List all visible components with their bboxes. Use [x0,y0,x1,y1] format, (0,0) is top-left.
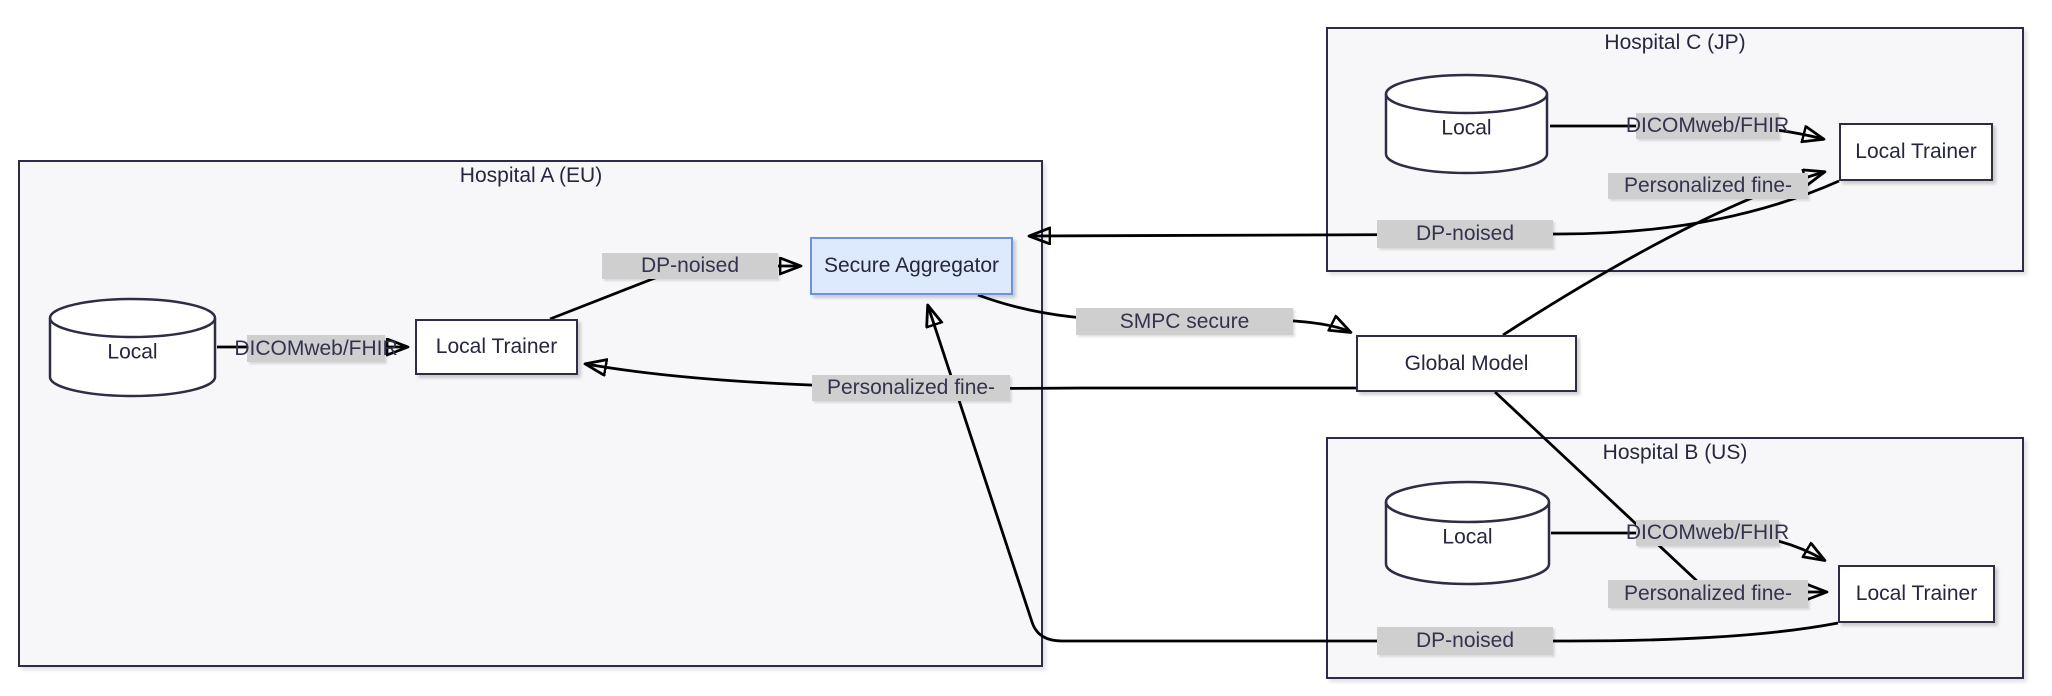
local-trainer-c-node[interactable]: Local Trainer [1839,123,1993,181]
edge-label-dp-noised-b[interactable]: DP-noised [1377,627,1553,655]
global-model-node[interactable]: Global Model [1356,335,1577,392]
local-trainer-a-node[interactable]: Local Trainer [415,319,578,375]
local-trainer-a-label: Local Trainer [435,335,558,358]
local-data-a-label: Local [107,339,158,363]
local-trainer-b-label: Local Trainer [1855,582,1978,605]
local-trainer-c-label: Local Trainer [1855,140,1977,163]
edge-label-personalized-fine-b[interactable]: Personalized fine- [1608,580,1808,608]
database-cylinder-icon [48,297,217,398]
local-data-a-node[interactable]: Local [48,297,217,398]
edge-label-dp-noised-a[interactable]: DP-noised [602,253,778,279]
secure-aggregator-node[interactable]: Secure Aggregator [810,237,1013,295]
edge-trainer-b-to-aggregator[interactable] [928,306,1839,643]
hospital-a-title: Hospital A (EU) [459,164,603,187]
database-cylinder-icon [1384,73,1549,175]
secure-aggregator-label: Secure Aggregator [823,254,1000,277]
edge-label-personalized-fine-a[interactable]: Personalized fine- [812,375,1010,401]
edge-label-dicomweb-fhir-a[interactable]: DICOMweb/FHIR [234,335,398,362]
local-data-c-node[interactable]: Local [1384,73,1549,175]
edge-label-dicomweb-fhir-b[interactable]: DICOMweb/FHIR [1625,520,1790,546]
hospital-c-title: Hospital C (JP) [1604,31,1746,54]
edge-label-dicomweb-fhir-c[interactable]: DICOMweb/FHIR [1625,113,1790,139]
edge-label-personalized-fine-c[interactable]: Personalized fine- [1608,173,1808,199]
local-data-c-label: Local [1441,116,1492,140]
local-trainer-b-node[interactable]: Local Trainer [1838,565,1995,623]
local-data-b-label: Local [1442,525,1493,549]
edge-global-to-trainer-a[interactable] [586,364,1356,390]
edge-label-smpc-secure[interactable]: SMPC secure [1076,308,1293,335]
hospital-b-title: Hospital B (US) [1602,441,1748,464]
edge-global-to-trainer-b-diagonal[interactable] [1494,390,1698,583]
database-cylinder-icon [1384,480,1551,586]
local-data-b-node[interactable]: Local [1384,480,1551,586]
global-model-label: Global Model [1404,351,1529,375]
edge-label-dp-noised-c[interactable]: DP-noised [1377,220,1553,248]
